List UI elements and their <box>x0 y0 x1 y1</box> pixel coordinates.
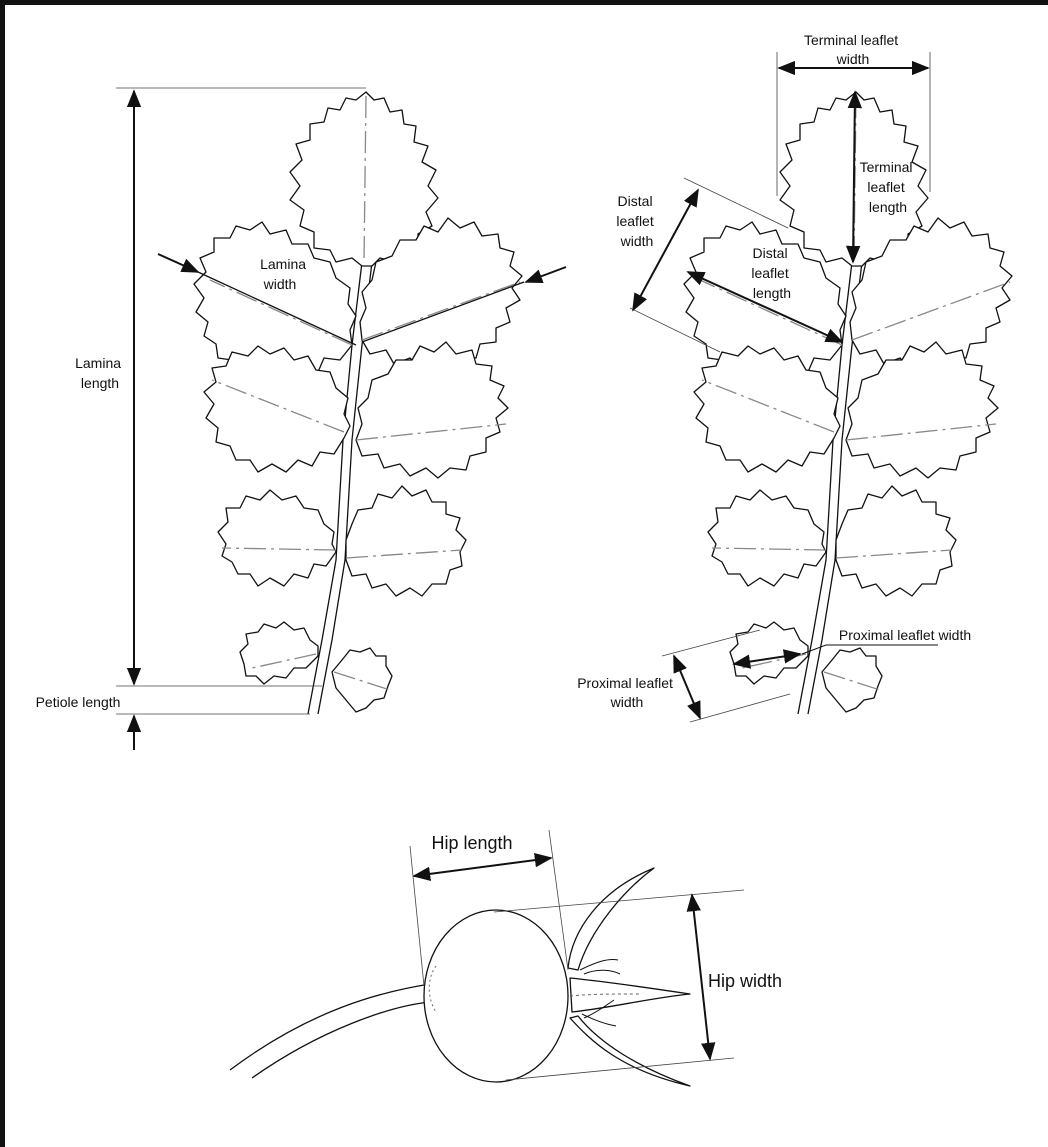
terminal-leaflet-width-label: Terminal leaflet width <box>804 32 902 67</box>
distal-width-guide-top <box>684 178 788 228</box>
lamina-length-label: Lamina length <box>75 355 125 391</box>
lamina-width-arrow-left <box>158 254 198 272</box>
hip-body <box>424 910 568 1082</box>
leaflet-bottom-left <box>240 622 318 684</box>
leaflet-bottom-right <box>332 648 392 712</box>
proximal-width-guide-bottom <box>690 694 790 722</box>
proximal-leaflet-width-arrow-outer <box>674 656 700 718</box>
leaflet-third-left <box>218 490 336 586</box>
leaflet-second-left <box>204 346 350 472</box>
hip-length-label: Hip length <box>431 833 512 853</box>
proximal-leaflet-width-label-right: Proximal leaflet width <box>839 627 971 643</box>
sepal-lower <box>570 1016 690 1086</box>
petiole-length-label: Petiole length <box>36 694 121 710</box>
hip-stalk-edge <box>252 1002 430 1078</box>
leaflet-second-right <box>356 342 508 478</box>
sepal-upper <box>568 868 654 970</box>
compound-leaf-drawing-copy <box>684 92 1012 714</box>
leaflet-third-right <box>346 486 466 596</box>
distal-leaflet-length-label: Distal leaflet length <box>751 245 792 301</box>
proximal-leaflet-width-label-left: Proximal leaflet width <box>577 675 677 710</box>
distal-leaflet-width-label: Distal leaflet width <box>616 193 657 249</box>
rose-hip: Hip length Hip width <box>230 830 782 1086</box>
hip-length-guide-left <box>410 846 424 986</box>
hip-length-arrow <box>414 858 551 876</box>
left-leaf: Lamina width Lamina length Petiole lengt… <box>36 88 566 750</box>
hip-stalk <box>230 984 430 1070</box>
compound-leaf-drawing <box>194 92 522 714</box>
hip-width-label: Hip width <box>708 971 782 991</box>
right-leaf: Terminal leaflet width Terminal leaflet … <box>577 32 1012 722</box>
proximal-leaflet-width-leader <box>802 645 938 654</box>
lamina-width-arrow-right <box>526 267 566 282</box>
